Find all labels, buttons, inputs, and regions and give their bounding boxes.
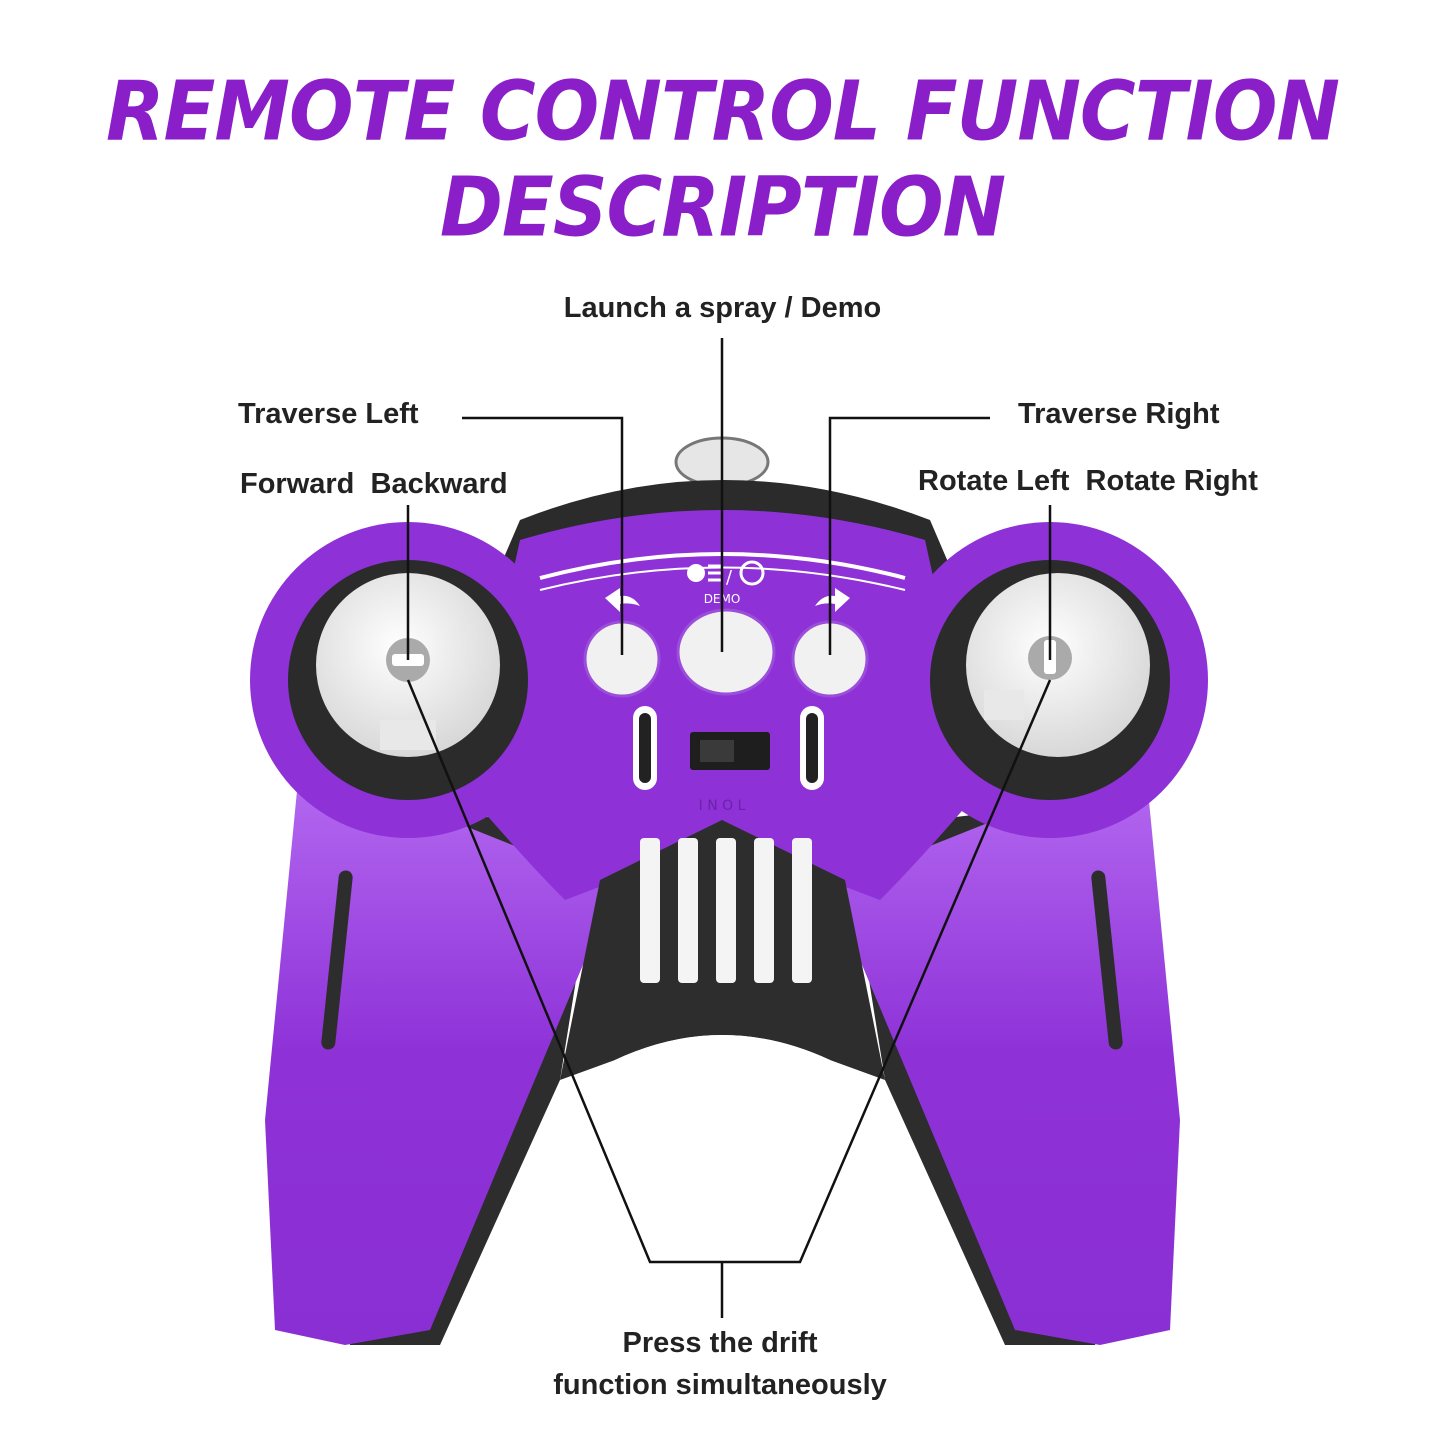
rotate-left-right-label: Rotate Left Rotate Right bbox=[918, 465, 1258, 497]
vent-slot bbox=[678, 838, 698, 983]
center-opening bbox=[605, 1035, 840, 1100]
drift-label-line2: function simultaneously bbox=[553, 1369, 887, 1401]
vent-slot bbox=[792, 838, 812, 983]
vent-slot bbox=[640, 838, 660, 983]
drift-label: Press the drift function simultaneously bbox=[520, 1322, 920, 1406]
right-arm-groove bbox=[1091, 870, 1123, 1050]
traverse-right-label: Traverse Right bbox=[1018, 398, 1220, 430]
vent-slot bbox=[754, 838, 774, 983]
traverse-left-label: Traverse Left bbox=[238, 398, 419, 430]
center-body bbox=[465, 510, 980, 900]
launch-spray-demo-label: Launch a spray / Demo bbox=[563, 292, 882, 324]
left-arm-groove bbox=[321, 870, 353, 1050]
arrow-right-icon bbox=[815, 588, 850, 612]
drift-label-line1: Press the drift bbox=[622, 1327, 818, 1359]
page-title: REMOTE CONTROL FUNCTION DESCRIPTION bbox=[105, 62, 1340, 256]
forward-backward-label: Forward Backward bbox=[240, 468, 508, 500]
spray-icon bbox=[687, 564, 705, 582]
svg-text:I N O L: I N O L bbox=[699, 798, 746, 814]
demo-icon bbox=[739, 560, 765, 586]
vent-slot bbox=[716, 838, 736, 983]
svg-text:/: / bbox=[726, 567, 733, 588]
spray-demo-button[interactable] bbox=[676, 608, 776, 696]
